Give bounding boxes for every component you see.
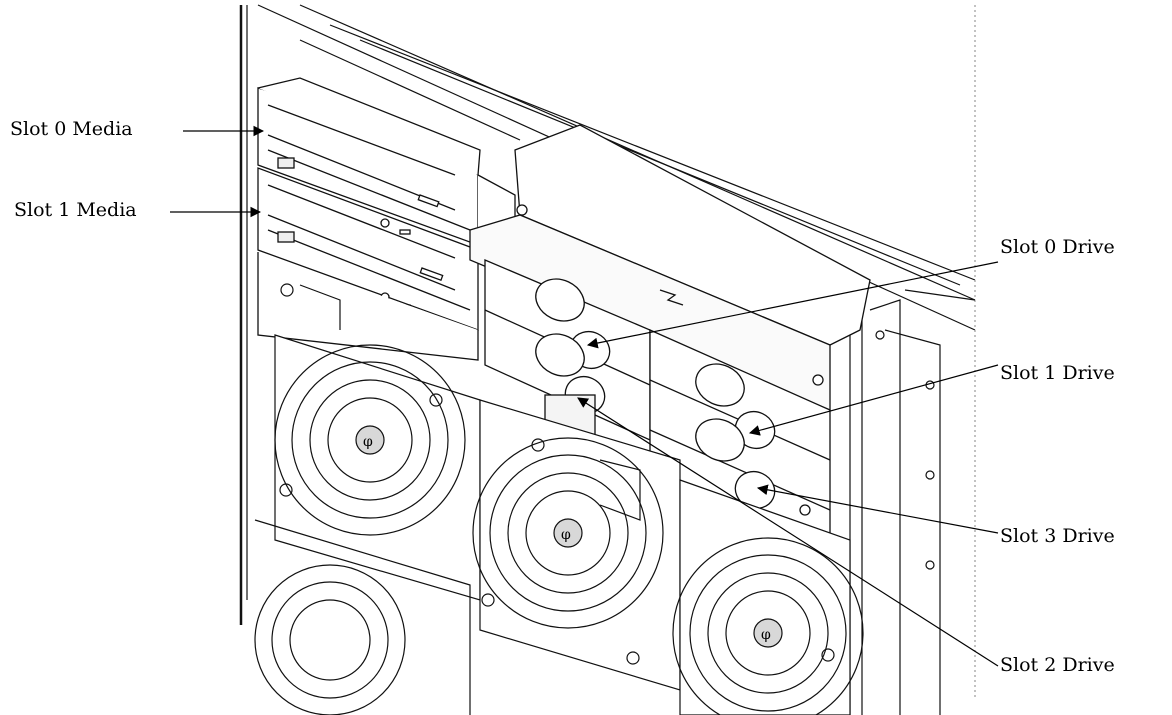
fan-icon: φ: [472, 437, 664, 629]
fan-icon: φ: [274, 344, 466, 536]
label-slot1-media: Slot 1 Media: [14, 199, 137, 221]
hp-logo-icon: φ: [561, 527, 571, 543]
leader-lines: [170, 125, 999, 667]
label-slot3-drive: Slot 3 Drive: [1000, 525, 1115, 547]
leader-slot2-drive: [577, 397, 999, 667]
label-slot0-media: Slot 0 Media: [10, 118, 133, 140]
hp-logo-icon: φ: [363, 434, 373, 450]
fan-array: φ φ φ: [254, 283, 864, 715]
label-slot0-drive: Slot 0 Drive: [1000, 236, 1115, 258]
leader-slot0-drive: [586, 261, 999, 349]
label-slot1-drive: Slot 1 Drive: [1000, 362, 1115, 384]
leader-slot1-drive: [748, 364, 999, 436]
leader-slot3-drive: [756, 484, 999, 534]
fan-icon: φ: [672, 537, 864, 715]
hp-logo-icon: φ: [761, 627, 771, 643]
label-slot2-drive: Slot 2 Drive: [1000, 654, 1115, 676]
